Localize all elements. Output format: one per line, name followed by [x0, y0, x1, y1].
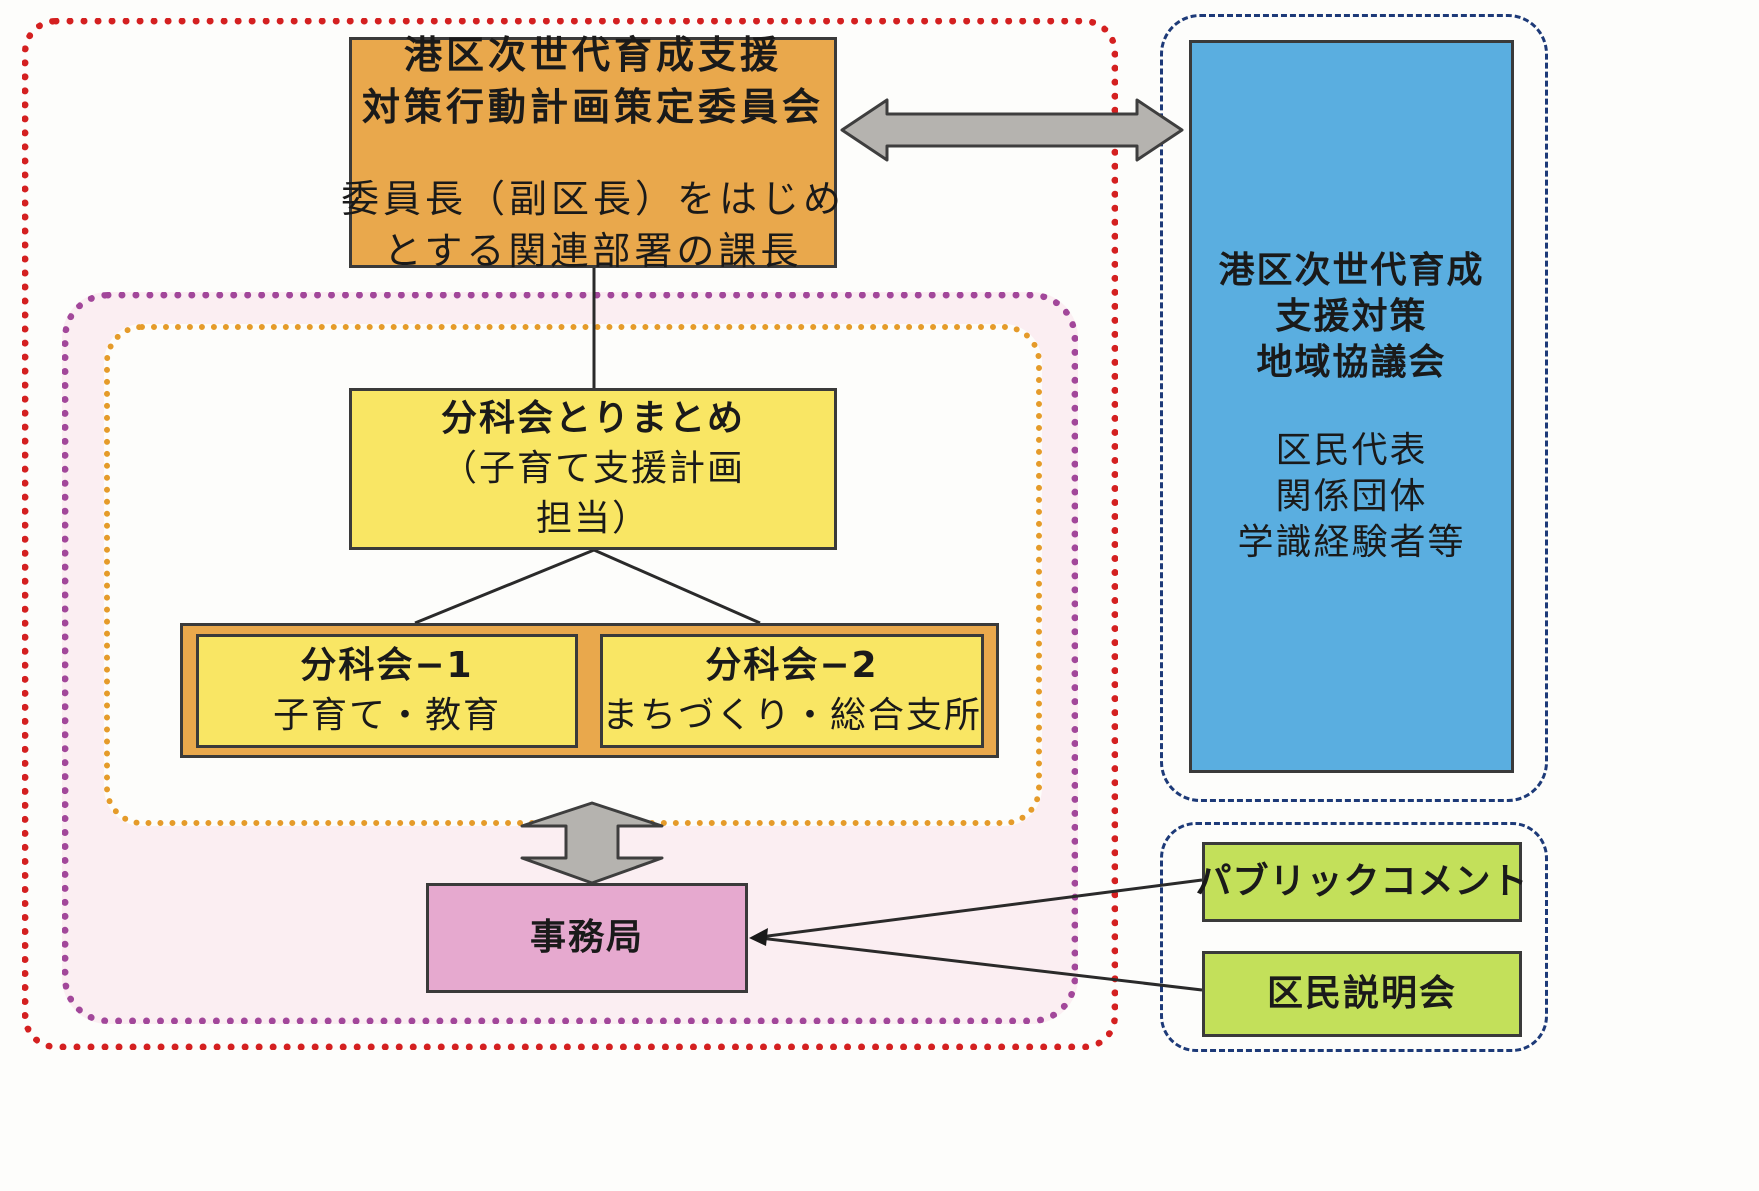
committee-desc-line-1: 委員長（副区長）をはじめ	[341, 176, 846, 221]
council-group-frame	[1160, 14, 1548, 802]
subcommittee-1-title: 分科会−1	[300, 645, 474, 686]
resident-briefing-to-secretariat-line	[759, 936, 1203, 992]
council-member-line-3: 学識経験者等	[1237, 521, 1466, 563]
secretariat-arrowhead-icon	[749, 928, 768, 946]
public-comment-to-secretariat-line	[759, 878, 1203, 939]
summary-title: 分科会とりまとめ	[440, 398, 745, 439]
summary-to-subcommittee-1-line	[414, 548, 595, 625]
summary-to-subcommittee-2-line	[593, 548, 761, 625]
regional-council-box: 港区次世代育成 支援対策 地域協議会 区民代表 関係団体 学識経験者等	[1189, 40, 1514, 773]
committee-council-double-arrow-icon	[840, 98, 1184, 162]
secretariat-box: 事務局	[426, 883, 748, 993]
summary-desc-line-2: 担当）	[535, 498, 650, 539]
subcommittee-secretariat-double-arrow-icon	[520, 801, 664, 885]
resident-briefing-box: 区民説明会	[1202, 951, 1522, 1037]
subcommittee-summary-box: 分科会とりまとめ （子育て支援計画 担当）	[349, 388, 837, 550]
council-member-line-1: 区民代表	[1275, 429, 1428, 471]
summary-desc-line-1: （子育て支援計画	[440, 448, 745, 489]
subcommittee-1-desc: 子育て・教育	[272, 695, 501, 736]
council-title-line-1: 港区次世代育成	[1218, 249, 1485, 291]
subcommittee-2-box: 分科会−2 まちづくり・総合支所	[600, 634, 984, 748]
subcommittee-2-title: 分科会−2	[705, 645, 879, 686]
committee-desc-line-2: とする関連部署の課長	[383, 228, 803, 273]
council-title-line-3: 地域協議会	[1256, 341, 1447, 383]
resident-briefing-label: 区民説明会	[1266, 973, 1457, 1014]
subcommittee-2-desc: まちづくり・総合支所	[602, 695, 983, 736]
secretariat-label: 事務局	[529, 917, 644, 958]
committee-title-line-1: 港区次世代育成支援	[403, 32, 782, 77]
planning-committee-box: 港区次世代育成支援 対策行動計画策定委員会 委員長（副区長）をはじめ とする関連…	[341, 33, 841, 273]
public-comment-label: パブリックコメント	[1195, 861, 1529, 902]
subcommittee-1-box: 分科会−1 子育て・教育	[196, 634, 578, 748]
council-title-line-2: 支援対策	[1275, 295, 1428, 337]
council-member-line-2: 関係団体	[1275, 475, 1428, 517]
public-comment-box: パブリックコメント	[1196, 842, 1528, 922]
committee-group-frame	[22, 18, 1118, 1050]
committee-title-line-2: 対策行動計画策定委員会	[361, 84, 824, 129]
public-input-group-frame	[1160, 822, 1548, 1052]
